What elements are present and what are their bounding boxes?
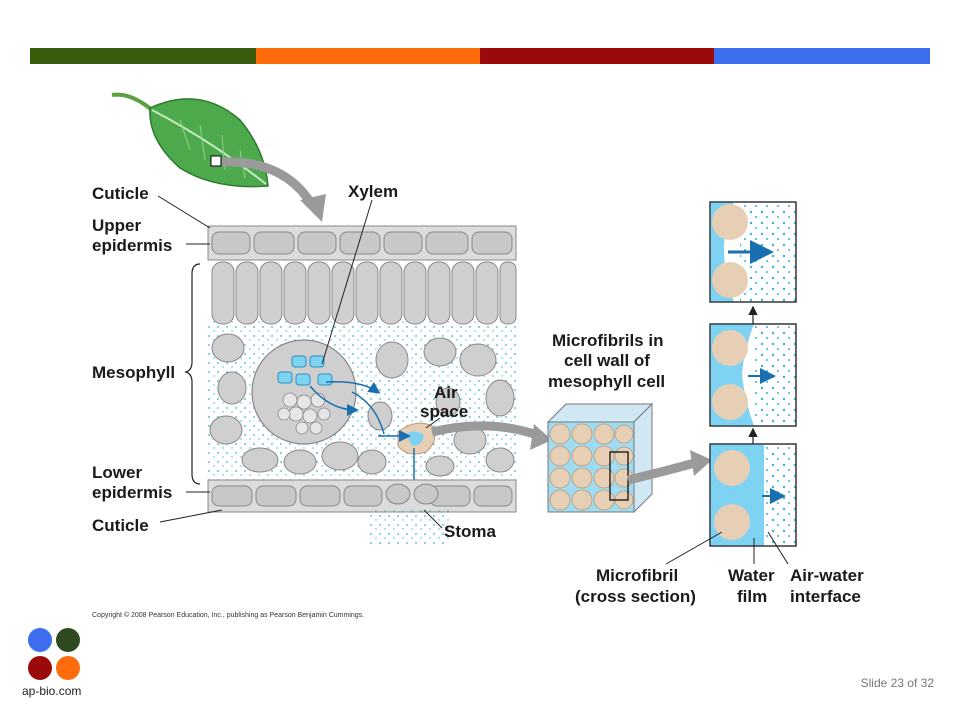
label-air-water-2: interface	[790, 587, 861, 606]
ap-bio-logo	[28, 628, 84, 684]
zoom-arrow-leaf	[221, 157, 316, 208]
label-microfibril-cross-2: (cross section)	[575, 587, 696, 606]
mesophyll-brace	[184, 263, 201, 485]
label-upper-epidermis-2: epidermis	[92, 236, 172, 255]
slide-number: Slide 23 of 32	[860, 676, 934, 690]
label-upper-epidermis-1: Upper	[92, 216, 142, 235]
label-microfibrils-3: mesophyll cell	[548, 372, 665, 391]
label-lower-epidermis-1: Lower	[92, 463, 142, 482]
bar-segment-red	[480, 48, 714, 64]
label-cuticle-bottom: Cuticle	[92, 516, 149, 535]
logo-dot-orange	[56, 656, 80, 680]
label-water-film-1: Water	[728, 566, 775, 585]
meniscus-panel-top	[709, 201, 797, 303]
label-cuticle-top: Cuticle	[92, 184, 149, 203]
leaf-cross-section	[207, 225, 517, 546]
logo-dot-darkgreen	[56, 628, 80, 652]
label-water-film-2: film	[737, 587, 767, 606]
label-microfibril-cross-1: Microfibril	[596, 566, 678, 585]
title-color-bar	[30, 48, 930, 64]
label-microfibrils-2: cell wall of	[564, 351, 650, 370]
label-mesophyll: Mesophyll	[92, 363, 175, 382]
logo-dot-red	[28, 656, 52, 680]
meniscus-panel-middle	[709, 323, 797, 427]
label-air-water-1: Air-water	[790, 566, 864, 585]
label-xylem: Xylem	[348, 182, 398, 201]
label-air-space-2: space	[420, 402, 468, 421]
logo-dot-blue	[28, 628, 52, 652]
label-air-space-1: Air	[434, 383, 458, 402]
leaf-illustration	[111, 92, 269, 188]
bar-segment-orange	[256, 48, 480, 64]
vascular-bundle	[251, 339, 357, 445]
meniscus-panel-bottom	[709, 443, 797, 547]
label-lower-epidermis-2: epidermis	[92, 483, 172, 502]
bar-segment-blue	[714, 48, 930, 64]
label-stoma: Stoma	[444, 522, 497, 541]
bar-segment-green	[30, 48, 256, 64]
zoom-arrow-airspace	[430, 421, 542, 441]
label-microfibrils-1: Microfibrils in	[552, 331, 663, 350]
microfibril-block	[546, 402, 654, 514]
site-name: ap-bio.com	[22, 684, 82, 698]
copyright-text: Copyright © 2008 Pearson Education, Inc.…	[92, 611, 364, 619]
